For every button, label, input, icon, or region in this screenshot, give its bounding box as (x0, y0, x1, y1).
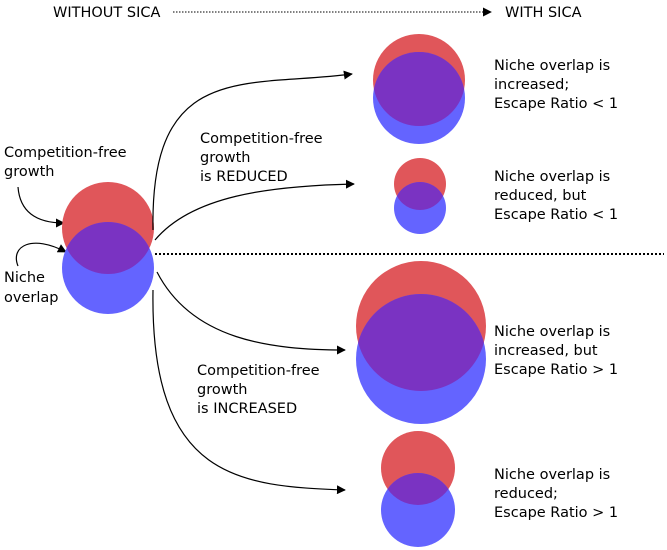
branch-reduced-line-1: Competition-free (200, 131, 323, 147)
header-without-sica: WITHOUT SICA (53, 5, 160, 21)
baseline-growth-line-1: Competition-free (4, 145, 127, 161)
baseline-growth-label: Competition-free growth (4, 145, 131, 180)
scenario-circles-2 (394, 158, 446, 234)
baseline-intersection (66, 222, 150, 274)
baseline-growth-line-2: growth (4, 164, 54, 180)
scenario-circles-1 (373, 34, 465, 144)
branch-arrow-1 (152, 70, 353, 231)
scenario-circles-3 (356, 261, 486, 424)
branch-label-reduced: Competition-free growth is REDUCED (200, 131, 327, 185)
branch-increased-line-2: growth (197, 382, 247, 398)
scenario-1-caption-line-2: increased; (494, 77, 569, 93)
scenario-4-caption-line-2: reduced; (494, 486, 558, 502)
branch-arrow-4 (152, 289, 346, 495)
overlap-pointer-arrow (15, 242, 67, 267)
branch-increased-line-1: Competition-free (197, 363, 320, 379)
header-with-sica: WITH SICA (505, 5, 582, 21)
baseline-overlap-label: Niche overlap (4, 270, 58, 306)
scenario-1-intersection (373, 52, 465, 126)
scenario-4-caption: Niche overlap is reduced; Escape Ratio >… (494, 467, 618, 521)
growth-pointer-arrow (17, 186, 65, 228)
baseline-circles (62, 182, 154, 314)
scenario-2-intersection (396, 182, 444, 210)
scenario-4-intersection (387, 472, 449, 505)
scenario-2-caption-line-3: Escape Ratio < 1 (494, 207, 618, 223)
baseline-overlap-line-2: overlap (4, 290, 58, 306)
scenario-2-caption-line-1: Niche overlap is (494, 169, 610, 185)
scenario-4-caption-line-1: Niche overlap is (494, 467, 610, 483)
scenario-3-caption-line-3: Escape Ratio > 1 (494, 362, 618, 378)
scenario-1-caption: Niche overlap is increased; Escape Ratio… (494, 58, 618, 112)
scenario-2-caption-line-2: reduced, but (494, 188, 587, 204)
scenario-3-caption-line-2: increased, but (494, 343, 598, 359)
branch-arrow-2 (154, 179, 355, 241)
scenario-circles-4 (381, 431, 455, 547)
baseline-overlap-line-1: Niche (4, 270, 45, 286)
branch-reduced-line-2: growth (200, 150, 250, 166)
scenario-1-caption-line-3: Escape Ratio < 1 (494, 96, 618, 112)
scenario-3-caption: Niche overlap is increased, but Escape R… (494, 324, 618, 378)
scenario-4-caption-line-3: Escape Ratio > 1 (494, 505, 618, 521)
scenario-2-caption: Niche overlap is reduced, but Escape Rat… (494, 169, 618, 223)
branch-reduced-line-3: is REDUCED (200, 169, 288, 185)
scenario-3-caption-line-1: Niche overlap is (494, 324, 610, 340)
branch-increased-line-3: is INCREASED (197, 401, 297, 417)
scenario-1-caption-line-1: Niche overlap is (494, 58, 610, 74)
scenario-3-intersection (358, 293, 484, 392)
branch-label-increased: Competition-free growth is INCREASED (197, 363, 324, 417)
branch-arrow-3 (156, 271, 346, 355)
